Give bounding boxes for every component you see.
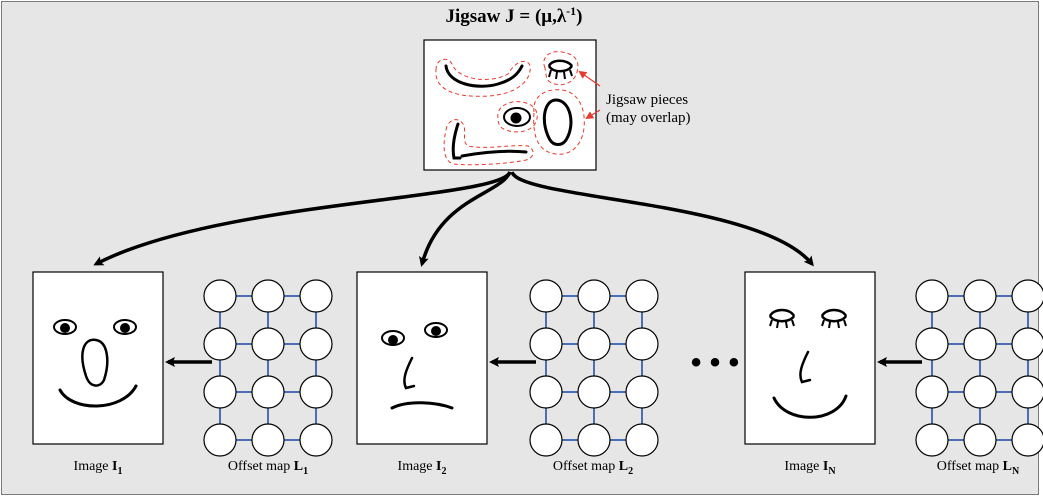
- grid-node: [1011, 423, 1043, 457]
- jigsaw-annotation: Jigsaw pieces (may overlap): [578, 70, 691, 126]
- face-n-nose: [799, 350, 812, 384]
- grid-node: [577, 375, 611, 409]
- grid-node: [251, 375, 285, 409]
- grid-node: [1011, 327, 1043, 361]
- grid-node: [1011, 279, 1043, 313]
- grid-node: [963, 423, 997, 457]
- image-n-box: [744, 271, 876, 445]
- image-1-box: [32, 271, 164, 445]
- grid-node: [915, 327, 949, 361]
- offset-map-n-grid: [915, 279, 1043, 457]
- grid-node: [299, 375, 333, 409]
- face-n-right-eye: [820, 308, 848, 329]
- face-2-mouth: [390, 401, 454, 410]
- grid-node: [529, 279, 563, 313]
- grid-node: [625, 375, 659, 409]
- face-n-mouth: [772, 394, 848, 419]
- grid-node: [251, 423, 285, 457]
- face-2-nose: [403, 356, 416, 390]
- grid-node: [251, 327, 285, 361]
- ellipsis-dots: • • •: [691, 346, 739, 379]
- grid-node: [915, 279, 949, 313]
- jigsaw-piece-l-shape: [443, 119, 534, 166]
- grid-node: [299, 423, 333, 457]
- grid-node: [625, 279, 659, 313]
- image-2-box: [356, 271, 488, 445]
- grid-node: [577, 327, 611, 361]
- grid-node: [915, 375, 949, 409]
- grid-node: [203, 279, 237, 313]
- grid-node: [915, 423, 949, 457]
- face-1-left-eye: [53, 319, 77, 335]
- jigsaw-piece-open-eye: [497, 101, 538, 133]
- face-1-nose: [81, 338, 109, 387]
- arrow-to-image-n: [510, 171, 814, 267]
- grid-node: [203, 327, 237, 361]
- grid-node: [299, 279, 333, 313]
- grid-node: [625, 423, 659, 457]
- grid-node: [1011, 375, 1043, 409]
- grid-node: [529, 327, 563, 361]
- generation-arrows: [93, 170, 814, 267]
- face-1-right-eye: [113, 319, 137, 335]
- jigsaw-piece-loop: [533, 89, 585, 155]
- jigsaw-piece-top-curve: [435, 58, 531, 97]
- image-1-label: Image I1: [74, 459, 123, 477]
- face-n-left-eye: [768, 308, 796, 329]
- grid-node: [577, 279, 611, 313]
- grid-node: [203, 375, 237, 409]
- grid-node: [299, 327, 333, 361]
- jigsaw-title: Jigsaw J = (μ,λ-1): [446, 4, 583, 27]
- grid-node: [529, 423, 563, 457]
- offset-map-1-grid: [203, 279, 333, 457]
- jigsaw-box: [423, 39, 597, 171]
- grid-node: [529, 375, 563, 409]
- arrow-to-image-2: [419, 171, 512, 267]
- offset-map-n-label: Offset map LN: [937, 459, 1020, 477]
- offset-map-2-grid: [529, 279, 659, 457]
- image-2-label: Image I2: [398, 459, 447, 477]
- annotation-line-2: (may overlap): [606, 110, 691, 126]
- face-1-mouth: [58, 384, 138, 408]
- grid-node: [625, 327, 659, 361]
- image-n-label: Image IN: [784, 459, 836, 477]
- grid-node: [963, 327, 997, 361]
- offset-map-2-label: Offset map L2: [553, 459, 633, 477]
- offset-map-1-label: Offset map L1: [228, 459, 308, 477]
- grid-node: [577, 423, 611, 457]
- face-2-right-eye: [424, 322, 448, 338]
- annotation-line-1: Jigsaw pieces: [606, 92, 688, 108]
- grid-node: [963, 279, 997, 313]
- grid-node: [203, 423, 237, 457]
- face-2-left-eye: [381, 330, 405, 346]
- arrow-to-image-1: [93, 170, 512, 266]
- grid-node: [963, 375, 997, 409]
- jigsaw-piece-closed-eye: [543, 51, 579, 86]
- grid-node: [251, 279, 285, 313]
